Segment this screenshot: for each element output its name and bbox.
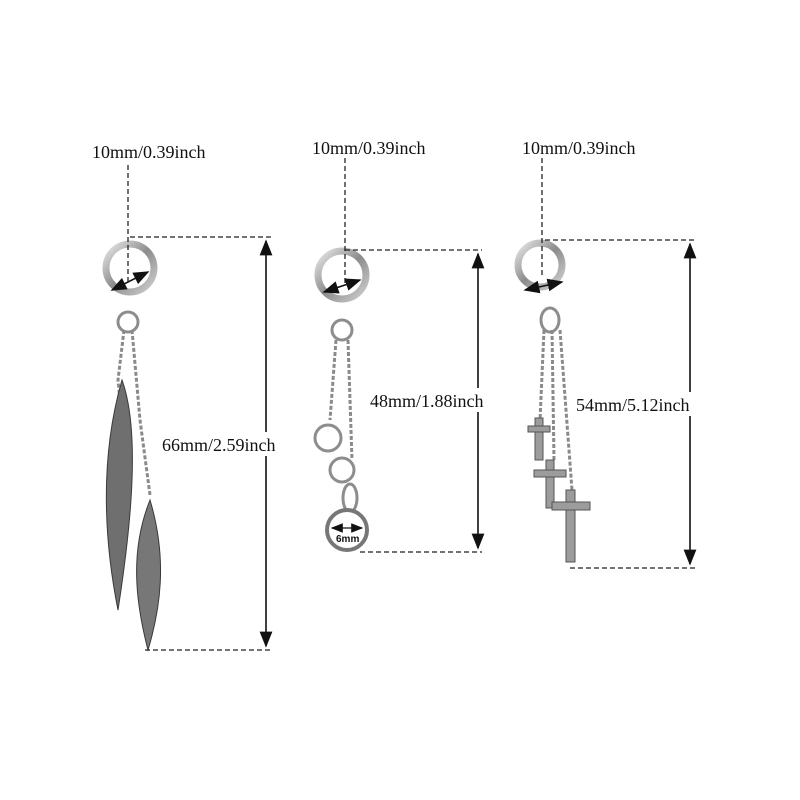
earring-cross: 54mm/5.12inch 10mm/0.39inch	[514, 138, 728, 569]
cross-icon	[527, 417, 591, 563]
width-arrow	[322, 278, 362, 294]
earring-ring-chain: 6mm 48mm/1.88inch 10mm/0.39inch	[312, 138, 514, 553]
chain	[328, 339, 338, 421]
label-background	[574, 392, 728, 416]
jump-ring	[330, 318, 354, 342]
length-label: 66mm/2.59inch	[162, 435, 276, 455]
width-arrow	[523, 278, 564, 294]
ring-icon	[328, 456, 356, 484]
jump-ring	[116, 310, 140, 334]
chain	[346, 339, 354, 461]
ring-icon	[341, 482, 359, 514]
hoop-icon	[314, 247, 370, 303]
chain	[558, 329, 574, 491]
ring-icon	[313, 423, 343, 453]
hoop-icon	[514, 239, 566, 291]
label-background	[368, 388, 514, 412]
jump-ring	[539, 306, 561, 334]
ring-size-label: 6mm	[336, 534, 359, 545]
feather-icon	[105, 378, 133, 611]
width-label: 10mm/0.39inch	[92, 142, 206, 162]
earring-feather: 10mm/0.39inch 66mm/2.59inch	[92, 142, 300, 652]
width-label: 10mm/0.39inch	[522, 138, 636, 158]
length-label: 54mm/5.12inch	[576, 395, 690, 415]
label-background	[160, 432, 300, 456]
width-label: 10mm/0.39inch	[312, 138, 426, 158]
hoop-icon	[102, 240, 158, 296]
chain	[538, 329, 546, 421]
width-arrow	[110, 271, 150, 291]
chain	[130, 329, 152, 496]
feather-icon	[136, 498, 161, 652]
chain	[550, 329, 556, 461]
length-label: 48mm/1.88inch	[370, 391, 484, 411]
